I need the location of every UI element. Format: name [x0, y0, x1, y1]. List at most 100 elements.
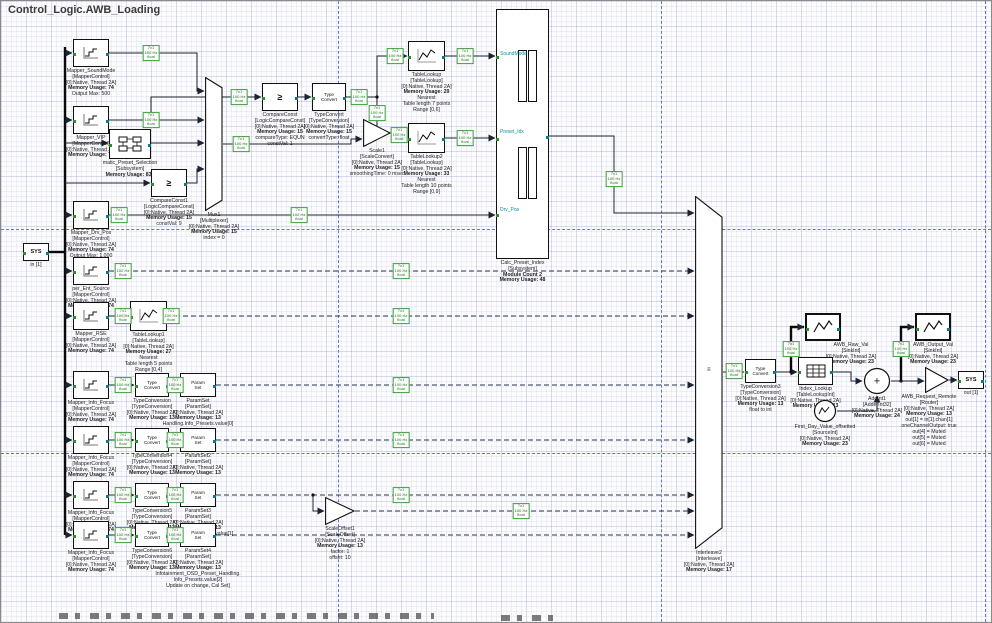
rate-tag: 7x1 100 Hz float [725, 363, 743, 379]
input-port [408, 55, 411, 59]
type-convert-text: Type Convert [752, 365, 769, 376]
block-mapper-drv-pos[interactable] [73, 201, 109, 229]
block-label: TableLookup1[TableLookup][0]:Native, Thr… [123, 332, 174, 373]
block-paramset-2[interactable]: Param Set [180, 428, 216, 452]
block-label: Calc_Preset_Index[Subsystem]Module Count… [499, 260, 546, 284]
block-paramset-4[interactable]: Param Set [180, 523, 216, 547]
block-label: ParamSet[ParamSet][0]:Native, Thread 2A]… [162, 398, 234, 428]
block-paramset-3[interactable]: Param Set [180, 483, 216, 507]
input-port [130, 315, 133, 319]
param-set-text: Param Set [191, 489, 205, 500]
block-compareconst[interactable]: ≥ [262, 83, 298, 111]
type-convert-text: Type Convert [143, 489, 161, 500]
rate-tag: 7x1 100 Hz float [392, 308, 410, 324]
block-mux1[interactable] [205, 77, 223, 211]
input-port [798, 370, 801, 374]
input-port [73, 534, 76, 538]
rate-tag: 7x1 100 Hz float [114, 527, 132, 543]
block-typeconversion3[interactable]: Type Convert [745, 359, 776, 383]
block-paramset-1[interactable]: Param Set [180, 373, 216, 397]
rate-tag: 7x1 100 Hz float [114, 432, 132, 448]
table-lookup-icon [139, 309, 158, 323]
input-port [496, 137, 499, 141]
signal-wire [187, 165, 205, 184]
rate-tag: 7x1 100 Hz float [114, 377, 132, 393]
input-port [496, 213, 499, 217]
subsystem-icon [118, 136, 142, 152]
block-sys-out[interactable]: SYS [958, 371, 984, 389]
block-typeconversion-6[interactable]: Type Convert [135, 523, 169, 547]
rate-tag: 7x1 100 Hz float [166, 432, 184, 448]
output-port [213, 534, 216, 538]
rate-tag: 7x1 100 Hz float [232, 136, 250, 152]
param-set-text: Param Set [191, 529, 205, 540]
block-tablelookup1[interactable] [130, 301, 167, 331]
mapper-icon [83, 489, 98, 501]
block-mapper-ent-source[interactable] [73, 257, 109, 285]
page-guide-vertical [985, 1, 986, 622]
block-label: out [1] [963, 390, 979, 396]
block-scale1[interactable] [363, 119, 391, 147]
block-awb-raw-val[interactable] [805, 313, 841, 341]
input-port [73, 214, 76, 218]
block-index-lookup[interactable] [798, 357, 833, 385]
block-mapper-soundmode[interactable] [73, 39, 109, 67]
block-label: ParamSet2[ParamSet][0]:Native, Thread 2A… [172, 453, 224, 477]
page-guide-vertical [338, 1, 339, 622]
input-port [135, 494, 138, 498]
input-port [73, 52, 76, 56]
input-port [806, 327, 809, 331]
output-port [947, 327, 950, 331]
block-typeconversion-4[interactable]: Type Convert [135, 428, 169, 452]
block-mapper-info-focus-2[interactable] [73, 426, 109, 454]
block-label: TypeConversion[TypeConversion][0]:Native… [126, 398, 178, 422]
input-port [73, 494, 76, 498]
input-port [916, 327, 919, 331]
block-scaleoffset1[interactable] [325, 497, 355, 525]
block-first-day[interactable] [813, 399, 837, 423]
output-port [295, 96, 298, 100]
block-compareconst1[interactable]: ≥ [151, 169, 187, 197]
type-convert-text: Type Convert [143, 529, 161, 540]
block-calc-preset-index[interactable] [496, 9, 549, 259]
index-table-icon [806, 364, 825, 378]
rate-tag: 7x1 100 Hz float [605, 171, 623, 187]
block-sys-in[interactable]: SYS [23, 243, 49, 261]
rate-tag: 7x1 100 Hz float [230, 89, 248, 105]
block-tablelookup2[interactable] [408, 123, 445, 153]
input-port [109, 143, 112, 147]
subsystem-port-bar [528, 50, 537, 102]
block-mapper-vip[interactable] [73, 106, 109, 134]
triangle-shape-icon [925, 367, 949, 393]
block-typeconversion-1[interactable]: Type Convert [135, 373, 169, 397]
block-typeconversion-5[interactable]: Type Convert [135, 483, 169, 507]
block-preset-selection[interactable] [109, 129, 151, 159]
type-convert-text: Type Convert [143, 379, 161, 390]
block-typeconvert[interactable]: Type Convert [312, 83, 346, 111]
input-port [73, 270, 76, 274]
type-convert-text: Type Convert [143, 434, 161, 445]
input-port [745, 370, 748, 374]
block-mapper-info-focus-1[interactable] [73, 371, 109, 399]
output-port [106, 384, 109, 388]
block-mapper-info-focus-4[interactable] [73, 521, 109, 549]
rate-tag: 7x1 100 Hz float [456, 130, 474, 146]
block-addint1[interactable]: + [863, 367, 891, 395]
block-label: TableLookup[TableLookup][0]:Native, Thre… [401, 72, 452, 113]
block-awb-request-remote[interactable] [925, 367, 949, 393]
block-mapper-rse[interactable] [73, 302, 109, 330]
block-label: Mapper_Drv_Pos[MapperControl][0]:Native,… [65, 230, 117, 259]
mapper-icon [83, 265, 98, 277]
block-label: Mapper_Info_Focus[MapperControl][0]:Nati… [65, 400, 117, 424]
rate-tag: 7x1 100 Hz float [162, 308, 180, 324]
input-port [496, 55, 499, 59]
block-interleave2[interactable] [695, 196, 723, 549]
block-label: Mapper_RSE[MapperControl][0]:Native, Thr… [65, 331, 117, 355]
block-mapper-info-focus-3[interactable] [73, 481, 109, 509]
block-tablelookup[interactable] [408, 41, 445, 71]
table-lookup-icon [417, 49, 436, 63]
wire-junction [375, 95, 379, 99]
rate-tag: 7x1 100 Hz float [392, 377, 410, 393]
block-awb-output-val[interactable] [915, 313, 951, 341]
rate-tag: 7x1 100 Hz float [142, 45, 160, 61]
